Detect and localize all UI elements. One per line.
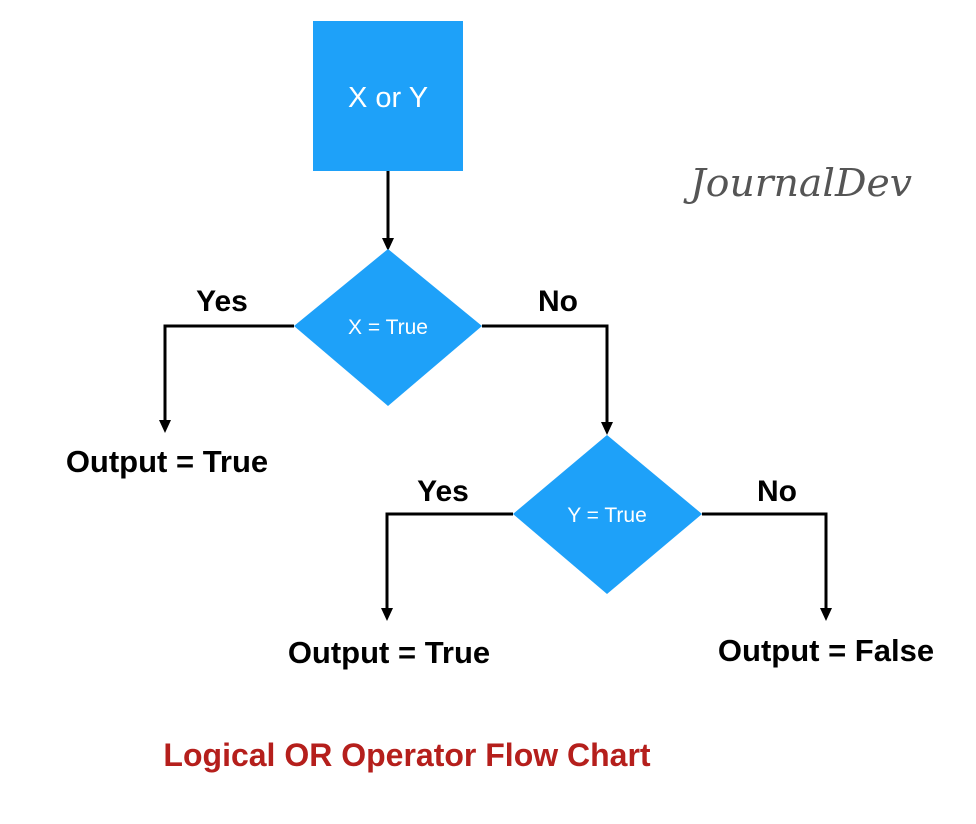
edge-decision-y-no <box>702 512 832 621</box>
decision-y-yes-output: Output = True <box>288 635 490 670</box>
decision-x-node <box>294 249 482 406</box>
start-node <box>313 21 463 171</box>
decision-x-no-label: No <box>538 285 578 318</box>
edge-decision-x-yes <box>159 324 294 433</box>
start-node-label: X or Y <box>348 82 428 114</box>
decision-y-node <box>513 435 702 594</box>
decision-y-no-label: No <box>757 475 797 508</box>
decision-x-yes-label: Yes <box>196 285 248 318</box>
edge-decision-y-yes <box>381 512 513 621</box>
watermark-signature: JournalDev <box>683 161 913 205</box>
decision-y-yes-label: Yes <box>417 475 469 508</box>
decision-x-yes-output: Output = True <box>66 444 268 479</box>
chart-caption: Logical OR Operator Flow Chart <box>163 737 651 773</box>
decision-x-label: X = True <box>348 316 428 339</box>
decision-y-label: Y = True <box>567 504 647 527</box>
edge-decision-x-no <box>482 324 613 435</box>
edge-start-to-decision-x <box>382 171 394 251</box>
decision-y-no-output: Output = False <box>718 633 934 668</box>
